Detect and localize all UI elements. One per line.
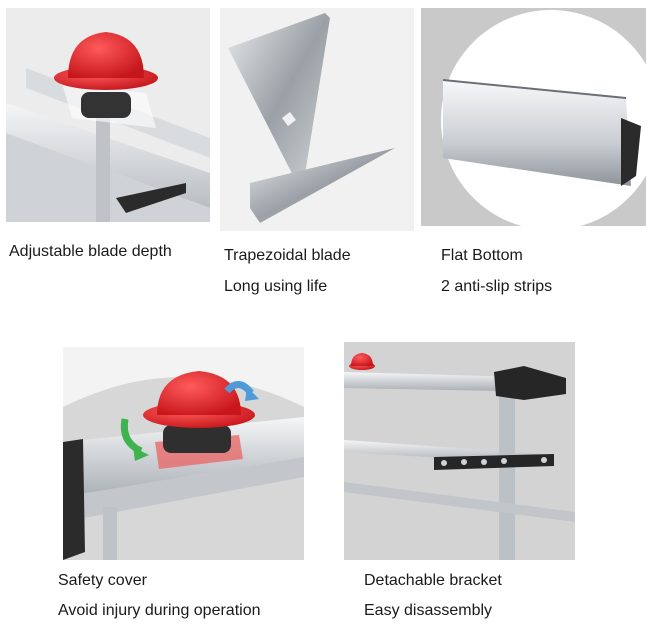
caption-detachable-bracket: Detachable bracket Easy disassembly <box>364 571 502 621</box>
safety-cover-photo <box>63 347 304 560</box>
rotate-down-arrow <box>120 418 143 455</box>
blade-depth-photo <box>6 8 210 222</box>
caption-safety-cover: Safety cover Avoid injury during operati… <box>58 571 261 621</box>
caption-line: Long using life <box>224 278 328 295</box>
caption-line: Trapezoidal blade <box>224 247 351 264</box>
caption-line: Detachable bracket <box>364 572 502 589</box>
caption-line: Flat Bottom <box>441 247 523 264</box>
caption-blade-depth: Adjustable blade depth <box>9 242 172 262</box>
flat-bottom-photo <box>421 8 646 226</box>
caption-trapezoidal-blade: Trapezoidal blade Long using life <box>224 246 351 297</box>
caption-line: Avoid injury during operation <box>58 602 261 619</box>
detachable-bracket-photo <box>344 342 575 560</box>
trapezoidal-blade-photo <box>220 8 414 231</box>
caption-line: 2 anti-slip strips <box>441 278 553 295</box>
caption-line: Safety cover <box>58 572 147 589</box>
caption-line: Easy disassembly <box>364 602 493 619</box>
caption-flat-bottom: Flat Bottom 2 anti-slip strips <box>441 246 552 297</box>
caption-line: Adjustable blade depth <box>9 243 172 260</box>
